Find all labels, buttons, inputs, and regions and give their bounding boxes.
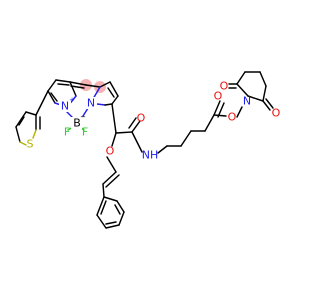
atom-succinimide-nitrogen: N xyxy=(243,95,251,108)
atom-boron-charge: − xyxy=(80,113,86,121)
structure-drawing: N + N B − F F S O O NH O O N O O xyxy=(15,71,281,229)
atom-n-minus: N xyxy=(87,97,95,110)
side-chain xyxy=(102,103,143,198)
atom-amide-oxygen: O xyxy=(137,112,146,125)
atom-sulfur: S xyxy=(27,138,34,151)
atom-ester-carbonyl-oxygen: O xyxy=(214,90,223,103)
thiophene-ring xyxy=(15,90,49,146)
atom-fluorine-1: F xyxy=(64,126,70,139)
atom-boron: B xyxy=(73,117,81,130)
atom-labels: N + N B − F F S O O NH O O N O O xyxy=(27,80,281,162)
atom-fluorine-2: F xyxy=(82,126,88,139)
atom-n-plus-charge: + xyxy=(69,96,75,104)
benzene-ring xyxy=(96,196,125,229)
alkyl-linker xyxy=(157,100,227,154)
atom-succinimide-oxygen-top: O xyxy=(220,80,229,93)
atom-ether-oxygen: O xyxy=(106,145,115,158)
atom-amide-nh: NH xyxy=(142,149,159,162)
atom-succinimide-oxygen-bottom: O xyxy=(272,107,281,120)
right-pyrrole-ring xyxy=(85,81,119,106)
succinimide-ring xyxy=(228,71,274,118)
atom-n-plus: N xyxy=(61,100,69,113)
molecule-canvas: N + N B − F F S O O NH O O N O O xyxy=(15,71,281,229)
atom-ester-oxygen: O xyxy=(228,111,237,124)
